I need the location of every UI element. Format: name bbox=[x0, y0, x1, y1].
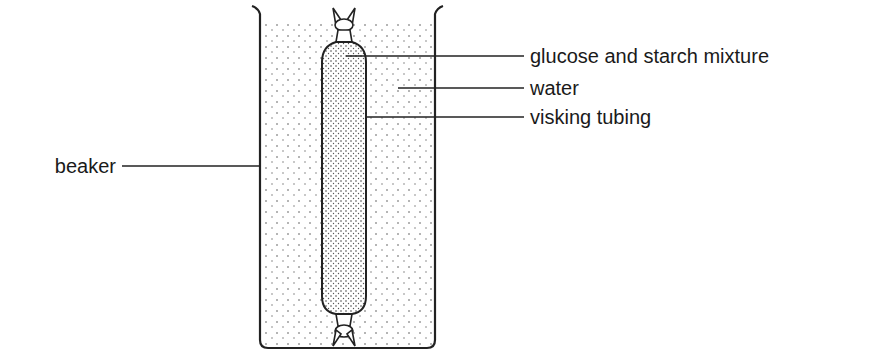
leader-line bbox=[366, 116, 524, 117]
leader-line bbox=[398, 87, 524, 88]
leader-line bbox=[122, 165, 260, 166]
part-label: beaker bbox=[55, 156, 116, 176]
part-label: water bbox=[530, 78, 579, 98]
part-label: glucose and starch mixture bbox=[530, 46, 769, 66]
water bbox=[262, 20, 433, 345]
bottom-knot bbox=[333, 314, 355, 346]
part-label: visking tubing bbox=[530, 107, 651, 127]
top-knot bbox=[333, 8, 355, 42]
visking-tubing bbox=[322, 42, 366, 314]
beaker-outline bbox=[252, 6, 443, 348]
leader-line bbox=[346, 55, 524, 56]
